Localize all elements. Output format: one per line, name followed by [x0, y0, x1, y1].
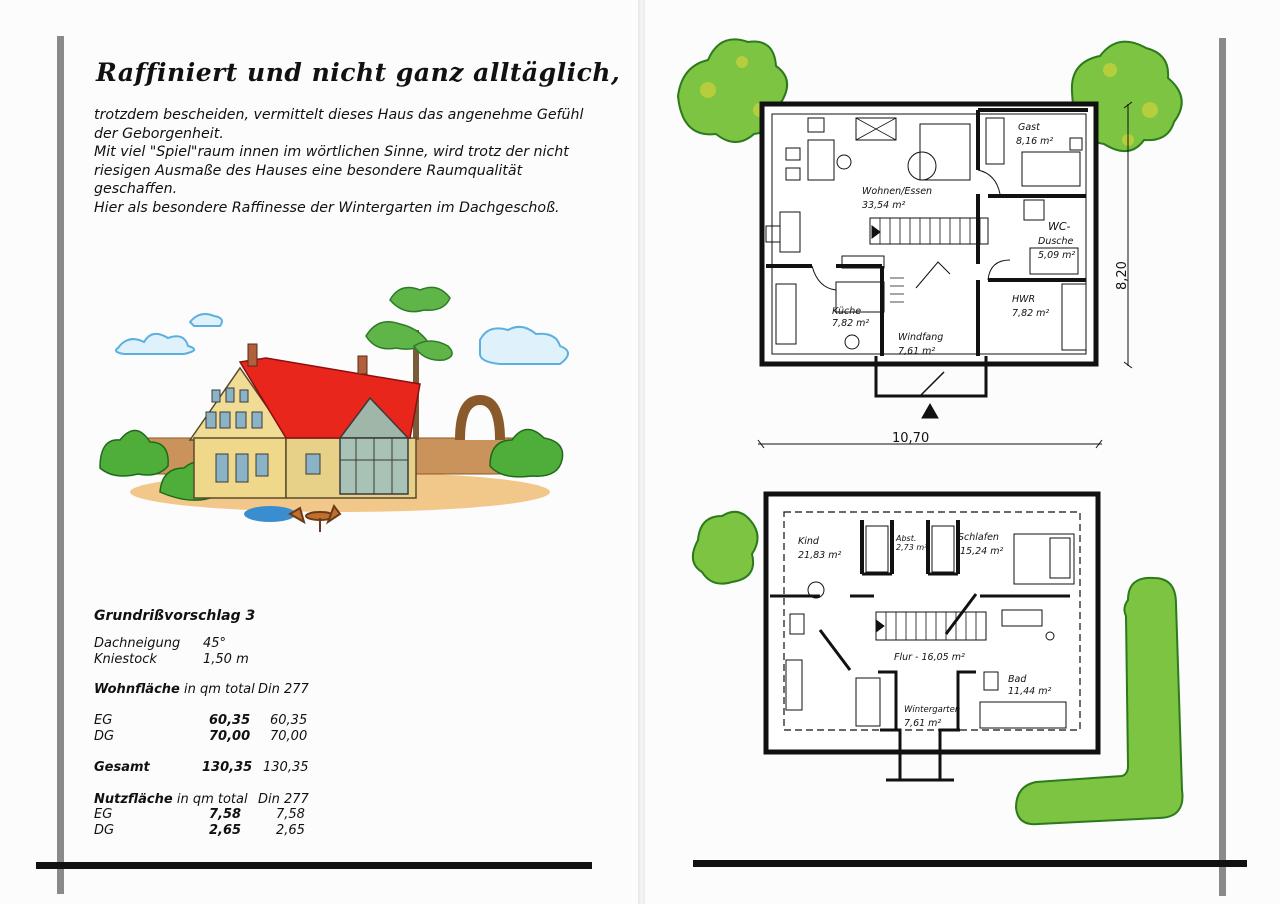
room-abst: Abst.	[895, 534, 916, 543]
intro-line: trotzdem bescheiden, vermittelt dieses H…	[94, 107, 584, 123]
spec-row-nutz-eg: EG 7,58 7,58	[94, 807, 314, 823]
nutzflaeche-unit: in qm total	[176, 792, 248, 807]
dimension-depth: 8,20	[1115, 261, 1130, 290]
spec-row-dg: DG 70,00 70,00	[94, 729, 314, 745]
eg-din: 60,35	[270, 713, 308, 728]
nutz-eg-label: EG	[94, 807, 113, 822]
cloud-right	[479, 325, 569, 365]
spec-row-dachneigung: Dachneigung 45°	[94, 636, 294, 652]
nutz-eg-din: 7,58	[276, 807, 305, 822]
nutz-dg-label: DG	[94, 823, 115, 838]
left-footer-bar	[36, 862, 592, 869]
intro-text: trotzdem bescheiden, vermittelt dieses H…	[94, 106, 594, 217]
kniestock-value: 1,50 m	[203, 652, 249, 667]
pond	[244, 506, 296, 522]
room-schlafen: Schlafen	[958, 532, 999, 543]
room-wintergarten-area: 7,61 m²	[904, 718, 941, 729]
room-kueche-area: 7,82 m²	[832, 318, 869, 329]
room-dusche: Dusche	[1038, 236, 1074, 247]
dg-din: 70,00	[270, 729, 308, 744]
wohnflaeche-heading: Wohnfläche in qm total	[94, 682, 255, 697]
room-bad: Bad	[1008, 674, 1027, 685]
specs-heading: Grundrißvorschlag 3	[94, 608, 256, 624]
spec-row-eg: EG 60,35 60,35	[94, 713, 314, 729]
room-wohnen-area: 33,54 m²	[862, 200, 905, 211]
garden-furniture	[288, 503, 342, 532]
ground-floor-plan	[757, 101, 1133, 449]
dachneigung-label: Dachneigung	[94, 636, 181, 651]
left-margin-bar	[57, 36, 64, 894]
gesamt-din: 130,35	[263, 760, 309, 775]
upper-floor-labels: Kind 21,83 m² Abst. 2,73 m² Schlafen 15,…	[798, 532, 1051, 729]
room-gast-area: 8,16 m²	[1016, 136, 1053, 147]
eg-total: 60,35	[209, 713, 251, 728]
room-kind: Kind	[798, 536, 820, 547]
nutz-dg-total: 2,65	[209, 823, 242, 838]
intro-line: geschaffen.	[94, 181, 178, 197]
din-label: Din 277	[258, 682, 309, 697]
room-bad-area: 11,44 m²	[1008, 686, 1051, 697]
room-windfang-area: 7,61 m²	[898, 346, 935, 357]
room-wc-area: 5,09 m²	[1038, 250, 1075, 261]
spec-row-wohnflaeche: Wohnfläche in qm total Din 277	[94, 682, 314, 698]
intro-line: der Geborgenheit.	[94, 125, 224, 142]
intro-line: Mit viel "Spiel"raum innen im wörtlichen…	[94, 144, 569, 160]
room-wohnen: Wohnen/Essen	[862, 186, 932, 197]
room-hwr: HWR	[1012, 294, 1035, 305]
room-wc: WC-	[1048, 220, 1071, 233]
room-wintergarten: Wintergarten	[904, 705, 960, 715]
upper-floor-plan	[763, 491, 1101, 782]
cloud-left	[115, 313, 223, 355]
right-footer-bar	[693, 860, 1247, 867]
book-gutter	[638, 0, 646, 904]
floor-plans: Gast 8,16 m² Wohnen/Essen 33,54 m² WC- D…	[676, 38, 1184, 826]
spec-row-kniestock: Kniestock 1,50 m	[94, 652, 294, 668]
left-page: Raffiniert und nicht ganz alltäglich, tr…	[36, 36, 621, 894]
nutzflaeche-label: Nutzfläche	[94, 792, 173, 807]
house	[188, 343, 421, 499]
spec-row-nutz-dg: DG 2,65 2,65	[94, 823, 314, 839]
spec-row-gesamt: Gesamt 130,35 130,35	[94, 760, 314, 776]
wohnflaeche-label: Wohnfläche	[94, 682, 180, 697]
nutz-din-label: Din 277	[258, 792, 309, 807]
room-windfang: Windfang	[898, 332, 943, 343]
room-kueche: Küche	[832, 306, 861, 317]
wohnflaeche-unit: in qm total	[184, 682, 255, 697]
right-margin-bar	[1219, 38, 1226, 896]
nutz-eg-total: 7,58	[209, 807, 242, 822]
house-illustration	[99, 286, 569, 532]
nutz-dg-din: 2,65	[276, 823, 305, 838]
room-kind-area: 21,83 m²	[798, 550, 841, 561]
room-flur: Flur - 16,05 m²	[894, 652, 965, 663]
trees-upper-floor	[691, 510, 1184, 826]
ground-floor-labels: Gast 8,16 m² Wohnen/Essen 33,54 m² WC- D…	[832, 122, 1130, 446]
intro-line: Hier als besondere Raffinesse der Winter…	[94, 199, 560, 216]
dachneigung-value: 45°	[203, 636, 227, 651]
intro-line: riesigen Ausmaße des Hauses eine besonde…	[94, 162, 523, 179]
tall-tree	[365, 286, 453, 361]
nutzflaeche-heading: Nutzfläche in qm total	[94, 792, 248, 807]
dg-total: 70,00	[209, 729, 251, 744]
room-schlafen-area: 15,24 m²	[960, 546, 1003, 557]
room-gast: Gast	[1018, 122, 1041, 133]
gesamt-label: Gesamt	[94, 760, 150, 775]
room-hwr-area: 7,82 m²	[1012, 308, 1049, 319]
eg-label: EG	[94, 713, 113, 728]
dg-label: DG	[94, 729, 115, 744]
spec-row-nutzflaeche: Nutzfläche in qm total Din 277	[94, 792, 314, 808]
room-abst-area: 2,73 m²	[896, 543, 928, 552]
page-title: Raffiniert und nicht ganz alltäglich,	[96, 58, 621, 87]
dimension-width: 10,70	[892, 431, 929, 446]
kniestock-label: Kniestock	[94, 652, 157, 667]
gesamt-total: 130,35	[202, 760, 253, 775]
